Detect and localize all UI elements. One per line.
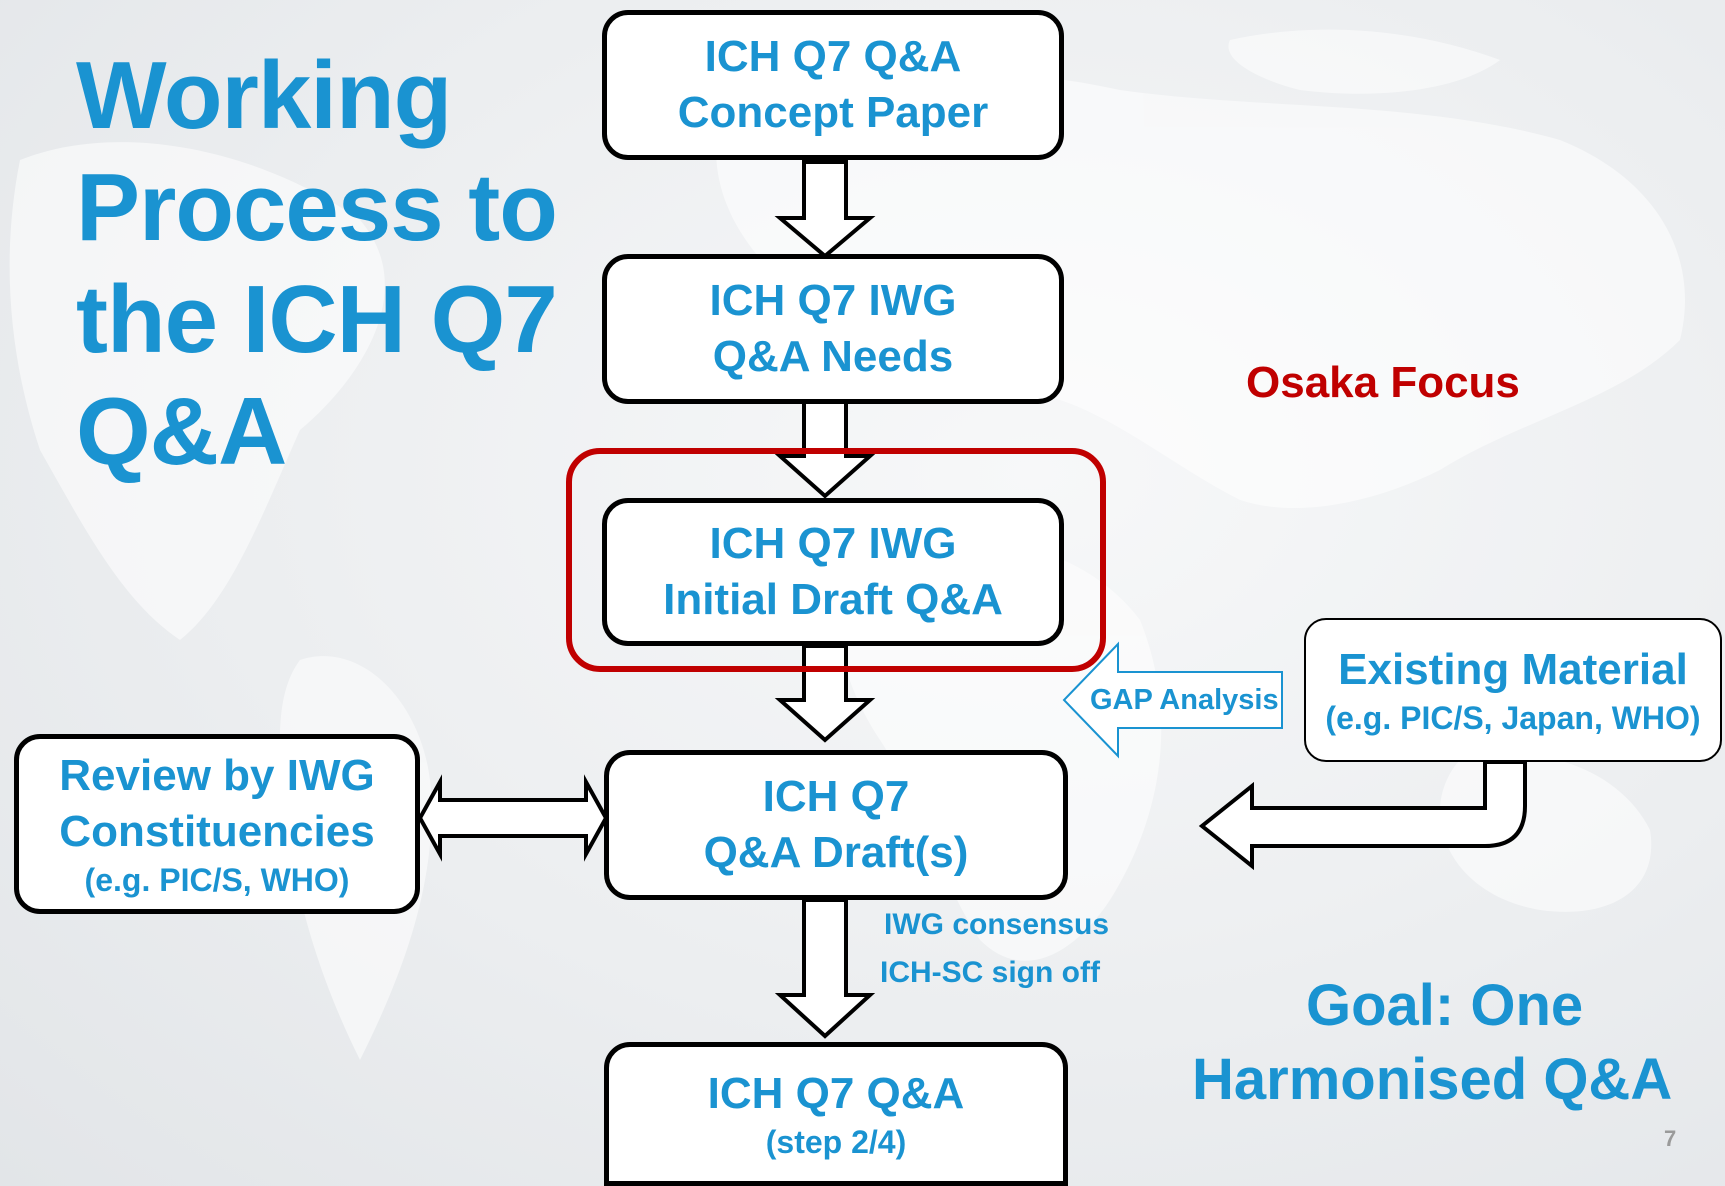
final-qa-line-2: (step 2/4) [765,1124,907,1160]
review-box: Review by IWG Constituencies (e.g. PIC/S… [14,734,420,914]
qa-drafts-box: ICH Q7 Q&A Draft(s) [604,750,1068,900]
title-line-3: the ICH Q7 [76,266,558,373]
existing-material-line-1: Existing Material [1338,645,1688,694]
down-arrow-1 [774,160,876,259]
page-number: 7 [1664,1126,1677,1151]
qa-drafts-line-2: Q&A Draft(s) [703,828,969,877]
down-arrow-3 [774,644,876,743]
title-line-4: Q&A [76,378,287,485]
consensus-label: IWG consensus [884,908,1110,941]
final-qa-line-1: ICH Q7 Q&A [707,1069,965,1118]
concept-paper-box: ICH Q7 Q&A Concept Paper [602,10,1064,160]
qa-needs-line-2: Q&A Needs [712,332,954,381]
concept-paper-line-2: Concept Paper [677,88,989,137]
review-line-1: Review by IWG [59,751,375,800]
title-line-1: Working [76,42,452,149]
initial-draft-line-2: Initial Draft Q&A [663,575,1003,624]
qa-drafts-line-1: ICH Q7 [762,772,910,821]
gap-analysis-label: GAP Analysis [1090,684,1279,716]
review-line-2: Constituencies [59,807,375,856]
title-line-2: Process to [76,154,558,261]
slide-title: Working Process to the ICH Q7 Q&A [76,40,596,488]
existing-material-line-2: (e.g. PIC/S, Japan, WHO) [1325,700,1701,736]
existing-material-box: Existing Material (e.g. PIC/S, Japan, WH… [1304,618,1722,762]
goal-line-2: Harmonised Q&A [1192,1047,1673,1112]
initial-draft-line-1: ICH Q7 IWG [709,519,957,568]
qa-needs-box: ICH Q7 IWG Q&A Needs [602,254,1064,404]
final-qa-box: ICH Q7 Q&A (step 2/4) [604,1042,1068,1186]
gap-analysis-arrow [1062,641,1283,759]
down-arrow-4 [774,898,876,1039]
bent-arrow [1198,760,1527,871]
concept-paper-line-1: ICH Q7 Q&A [704,32,962,81]
osaka-focus-label: Osaka Focus [1246,358,1520,407]
qa-needs-line-1: ICH Q7 IWG [709,276,957,325]
review-line-3: (e.g. PIC/S, WHO) [84,862,350,898]
osaka-focus-highlight [566,448,1106,672]
goal-line-1: Goal: One [1306,973,1584,1038]
signoff-label: ICH-SC sign off [880,956,1100,989]
initial-draft-box: ICH Q7 IWG Initial Draft Q&A [602,498,1064,646]
double-arrow [417,774,609,862]
